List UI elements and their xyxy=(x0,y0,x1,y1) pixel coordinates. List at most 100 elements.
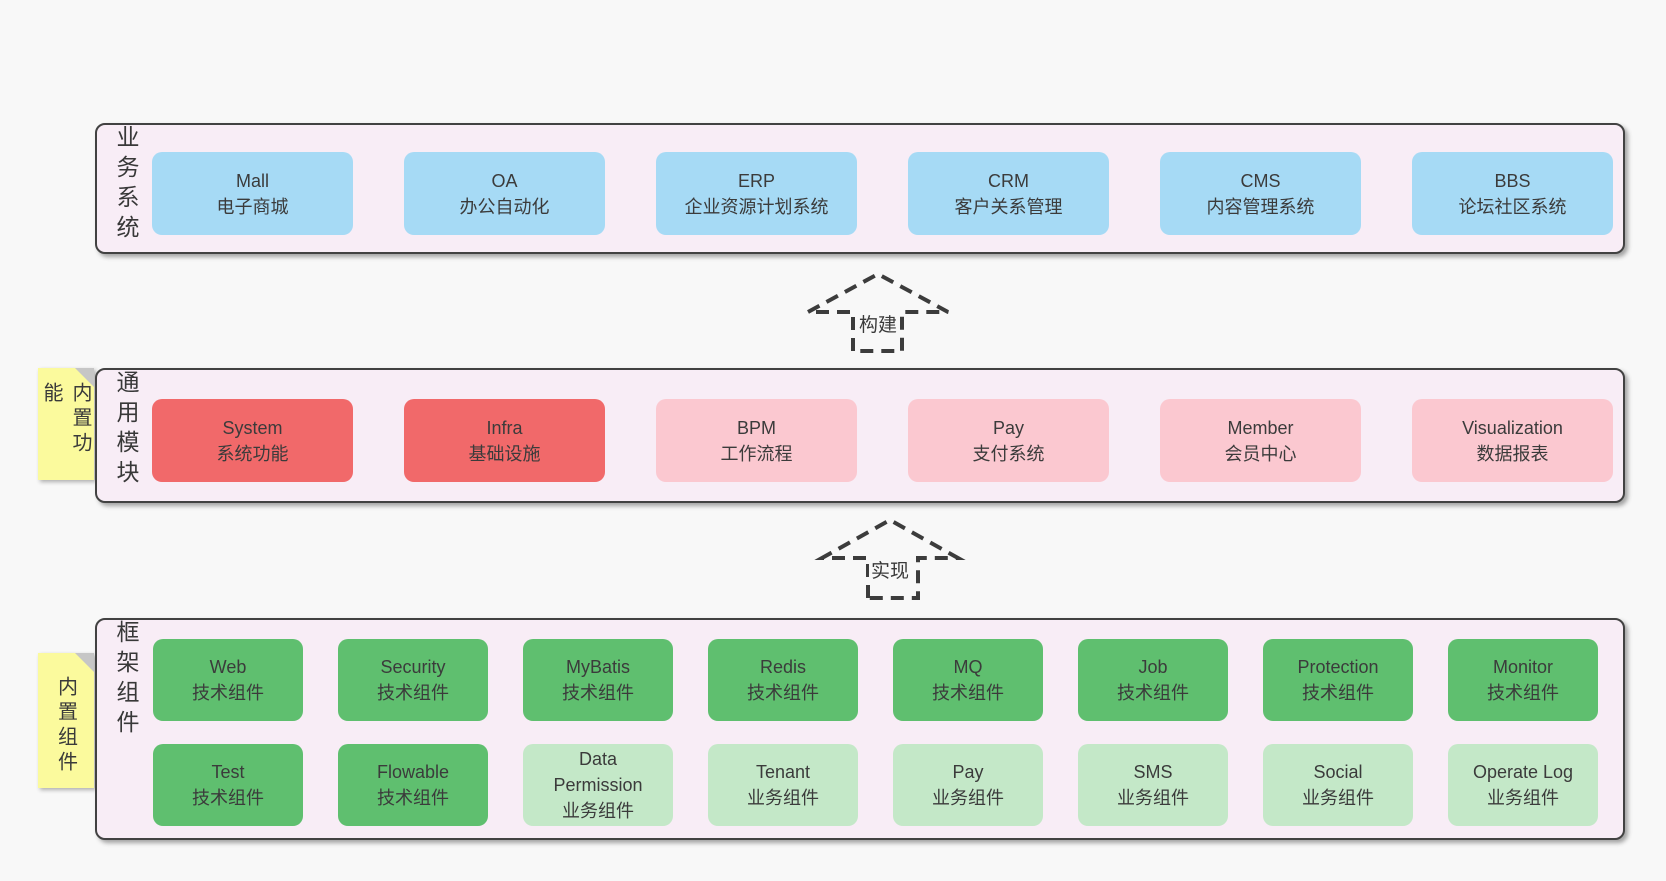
dashed-up-arrow-icon xyxy=(814,517,966,600)
box-subtitle: 技术组件 xyxy=(1117,683,1189,703)
box-title: Social xyxy=(1313,762,1363,782)
sticky-note-builtin-components: 内置组件 xyxy=(38,653,94,788)
box-title: Job xyxy=(1138,657,1168,677)
box-subtitle: 业务组件 xyxy=(932,788,1004,808)
box-subtitle: 基础设施 xyxy=(468,443,541,464)
box-title: MQ xyxy=(953,657,983,677)
box-bpm: BPM 工作流程 xyxy=(656,399,857,482)
arrow-label-implement: 实现 xyxy=(868,556,912,583)
box-subtitle: 支付系统 xyxy=(972,443,1045,464)
box-title: BPM xyxy=(736,417,776,438)
band-framework-components: 框架组件 Web 技术组件 Security 技术组件 MyBatis 技术组件… xyxy=(95,618,1625,840)
box-subtitle: 技术组件 xyxy=(192,788,264,808)
box-subtitle: 技术组件 xyxy=(1302,683,1374,703)
box-subtitle: 数据报表 xyxy=(1476,443,1549,464)
box-redis: Redis 技术组件 xyxy=(708,639,858,721)
box-subtitle: 业务组件 xyxy=(1302,788,1374,808)
sticky-label: 内置组件 xyxy=(54,675,77,776)
box-mq: MQ 技术组件 xyxy=(893,639,1043,721)
box-subtitle: 业务组件 xyxy=(1117,788,1189,808)
box-subtitle: 电子商城 xyxy=(216,196,289,217)
box-oa: OA 办公自动化 xyxy=(404,152,605,235)
box-title: Test xyxy=(211,762,245,782)
business-systems-row: Mall 电子商城 OA 办公自动化 ERP 企业资源计划系统 CRM 客户关系… xyxy=(152,152,1613,235)
box-social: Social 业务组件 xyxy=(1263,744,1413,826)
sticky-note-builtin-features: 内置功能 xyxy=(38,368,94,480)
common-modules-row: System 系统功能 Infra 基础设施 BPM 工作流程 Pay 支付系统… xyxy=(152,399,1613,482)
box-subtitle: 技术组件 xyxy=(377,788,449,808)
arrow-implement: 实现 xyxy=(814,517,966,600)
box-protection: Protection 技术组件 xyxy=(1263,639,1413,721)
box-subtitle: 业务组件 xyxy=(747,788,819,808)
box-test: Test 技术组件 xyxy=(153,744,303,826)
box-subtitle: 论坛社区系统 xyxy=(1458,196,1567,217)
box-system: System 系统功能 xyxy=(152,399,353,482)
box-web: Web 技术组件 xyxy=(153,639,303,721)
box-infra: Infra 基础设施 xyxy=(404,399,605,482)
box-subtitle: 内容管理系统 xyxy=(1206,196,1315,217)
box-title: Redis xyxy=(759,657,807,677)
box-subtitle: 技术组件 xyxy=(747,683,819,703)
box-subtitle: 技术组件 xyxy=(1487,683,1559,703)
box-title: ERP xyxy=(737,170,775,191)
box-title: Tenant xyxy=(755,762,811,782)
box-title: Protection xyxy=(1297,657,1379,677)
arrow-build: 构建 xyxy=(805,271,951,353)
box-pay: Pay 支付系统 xyxy=(908,399,1109,482)
box-title: Pay xyxy=(952,762,984,782)
box-monitor: Monitor 技术组件 xyxy=(1448,639,1598,721)
dashed-up-arrow-icon xyxy=(807,271,949,353)
box-title: Member xyxy=(1227,417,1294,438)
box-title: Visualization xyxy=(1462,417,1563,438)
box-mybatis: MyBatis 技术组件 xyxy=(523,639,673,721)
box-subtitle: 技术组件 xyxy=(562,683,634,703)
box-mall: Mall 电子商城 xyxy=(152,152,353,235)
box-pay-biz: Pay 业务组件 xyxy=(893,744,1043,826)
box-title: MyBatis xyxy=(565,657,630,677)
box-subtitle: 业务组件 xyxy=(1487,788,1559,808)
framework-components-row-1: Web 技术组件 Security 技术组件 MyBatis 技术组件 Redi… xyxy=(153,639,1598,721)
arrow-label-build: 构建 xyxy=(856,310,900,337)
band-label-common-modules: 通用模块 xyxy=(113,370,139,490)
box-member: Member 会员中心 xyxy=(1160,399,1361,482)
box-title: Data Permission xyxy=(553,749,643,795)
framework-components-row-2: Test 技术组件 Flowable 技术组件 Data Permission … xyxy=(153,744,1598,826)
box-subtitle: 技术组件 xyxy=(377,683,449,703)
box-data-permission: Data Permission 业务组件 xyxy=(523,744,673,826)
box-title: Flowable xyxy=(376,762,450,782)
box-erp: ERP 企业资源计划系统 xyxy=(656,152,857,235)
box-flowable: Flowable 技术组件 xyxy=(338,744,488,826)
box-sms: SMS 业务组件 xyxy=(1078,744,1228,826)
box-title: Infra xyxy=(486,417,523,438)
box-title: Pay xyxy=(992,417,1025,438)
band-label-business-systems: 业务系统 xyxy=(113,125,139,245)
box-security: Security 技术组件 xyxy=(338,639,488,721)
box-title: BBS xyxy=(1494,170,1531,191)
band-label-framework-components: 框架组件 xyxy=(113,620,139,740)
box-title: OA xyxy=(491,170,518,191)
band-business-systems: 业务系统 Mall 电子商城 OA 办公自动化 ERP 企业资源计划系统 CRM… xyxy=(95,123,1625,254)
box-subtitle: 办公自动化 xyxy=(459,196,550,217)
box-crm: CRM 客户关系管理 xyxy=(908,152,1109,235)
box-cms: CMS 内容管理系统 xyxy=(1160,152,1361,235)
box-title: CRM xyxy=(988,170,1029,191)
box-job: Job 技术组件 xyxy=(1078,639,1228,721)
box-subtitle: 技术组件 xyxy=(192,683,264,703)
box-title: Operate Log xyxy=(1472,762,1574,782)
box-subtitle: 企业资源计划系统 xyxy=(684,196,829,217)
box-bbs: BBS 论坛社区系统 xyxy=(1412,152,1613,235)
box-subtitle: 客户关系管理 xyxy=(954,196,1063,217)
box-title: Security xyxy=(380,657,446,677)
box-subtitle: 系统功能 xyxy=(216,443,289,464)
box-subtitle: 业务组件 xyxy=(562,801,634,821)
box-title: Mall xyxy=(235,170,269,191)
box-tenant: Tenant 业务组件 xyxy=(708,744,858,826)
box-subtitle: 工作流程 xyxy=(720,443,793,464)
box-operate-log: Operate Log 业务组件 xyxy=(1448,744,1598,826)
box-visualization: Visualization 数据报表 xyxy=(1412,399,1613,482)
band-common-modules: 通用模块 System 系统功能 Infra 基础设施 BPM 工作流程 Pay… xyxy=(95,368,1625,503)
box-title: Monitor xyxy=(1492,657,1554,677)
box-title: System xyxy=(222,417,283,438)
box-title: CMS xyxy=(1240,170,1281,191)
